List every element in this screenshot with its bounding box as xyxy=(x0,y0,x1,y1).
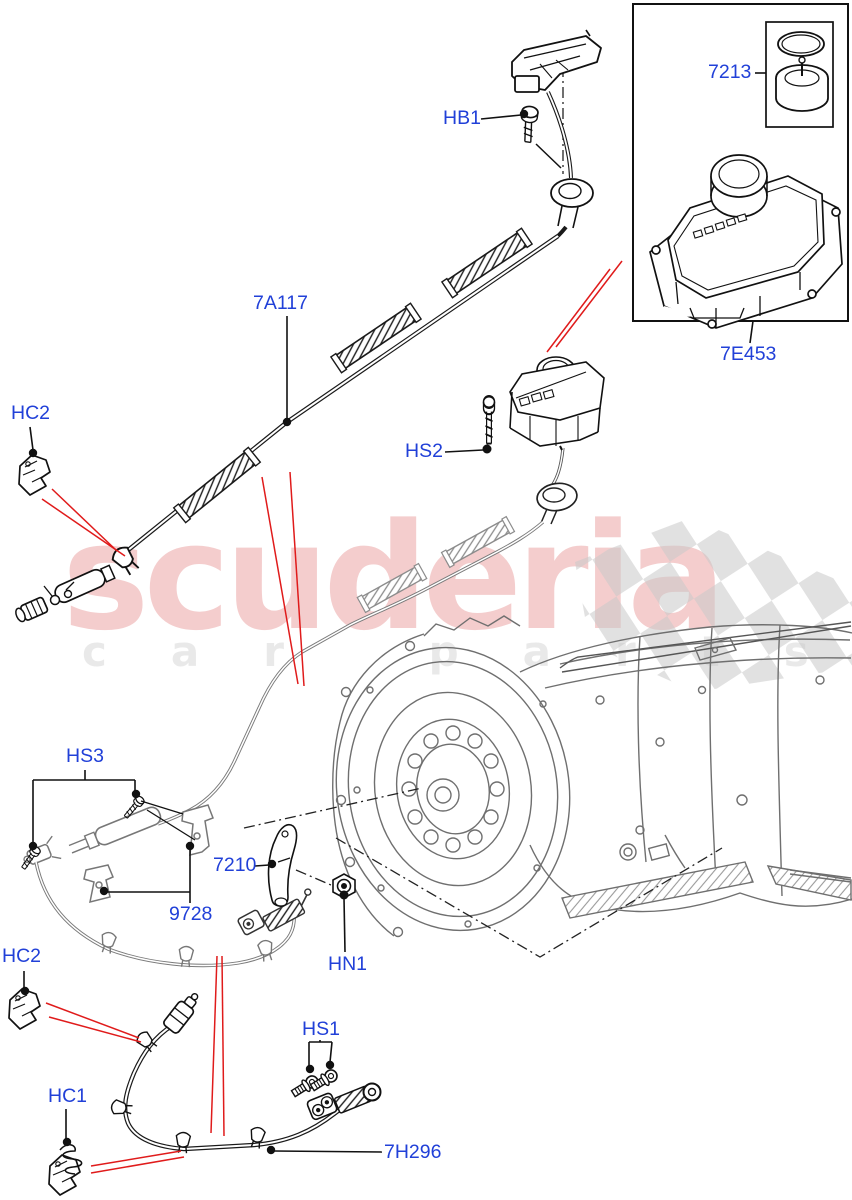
cable-sleeve xyxy=(440,515,516,569)
part-label-7h296[interactable]: 7H296 xyxy=(384,1141,442,1163)
hc2-upper-clip xyxy=(18,454,51,496)
cable-eyelet xyxy=(362,1082,382,1102)
cable-sleeve xyxy=(440,227,534,299)
red-leader-lines xyxy=(41,260,623,1174)
shifter-unit-7e453 xyxy=(649,154,843,329)
transmission-drawing xyxy=(332,615,852,938)
shift-lever xyxy=(267,823,298,907)
part-label-7213[interactable]: 7213 xyxy=(708,61,752,83)
part-label-hs2[interactable]: HS2 xyxy=(405,440,443,462)
selector-cable-bottom xyxy=(109,993,382,1155)
shifter-module-small xyxy=(509,356,605,451)
selector-cable-lower xyxy=(23,447,578,969)
console-detail-box xyxy=(632,3,849,329)
cable-clip xyxy=(109,1098,134,1118)
part-label-hn1[interactable]: HN1 xyxy=(328,953,368,975)
cable-sleeve xyxy=(329,302,423,374)
cable-end-cap xyxy=(15,596,49,623)
part-label-7a117[interactable]: 7A117 xyxy=(253,292,308,314)
callout-leaders xyxy=(23,72,766,1153)
selector-cable-upper xyxy=(15,29,602,623)
hs1-bolts xyxy=(290,1069,338,1098)
cable-end-fitting xyxy=(23,835,62,865)
hc1-spring xyxy=(59,1144,83,1175)
datum-lines xyxy=(243,66,723,958)
cable-sleeve xyxy=(172,446,262,524)
part-label-hc2-lower[interactable]: HC2 xyxy=(2,945,42,967)
part-label-9728[interactable]: 9728 xyxy=(169,903,213,925)
part-label-hs3[interactable]: HS3 xyxy=(66,745,104,767)
cable-damper xyxy=(262,888,312,932)
part-label-7e453[interactable]: 7E453 xyxy=(720,343,777,365)
cable-sleeve xyxy=(356,562,428,614)
cable-top-connector xyxy=(511,29,602,93)
part-label-hb1[interactable]: HB1 xyxy=(443,107,481,129)
cable-run xyxy=(157,520,545,826)
part-label-hc2-upper[interactable]: HC2 xyxy=(11,402,51,424)
cable-clevis xyxy=(306,1092,338,1121)
part-label-hc1[interactable]: HC1 xyxy=(48,1085,88,1107)
hs2-screw xyxy=(482,395,496,445)
grommet xyxy=(536,482,578,525)
part-label-hs1[interactable]: HS1 xyxy=(302,1018,340,1040)
grommet xyxy=(550,178,594,229)
cable-adjuster xyxy=(54,564,116,604)
cable-connector xyxy=(163,993,199,1034)
cable-clevis xyxy=(237,909,265,936)
flange-nut xyxy=(332,873,356,899)
cable-adjuster xyxy=(68,806,162,854)
checkered-flag-watermark xyxy=(575,518,852,692)
knob-7213 xyxy=(775,31,829,112)
hc1-clip xyxy=(48,1154,81,1196)
callout-dots xyxy=(20,109,529,1155)
part-label-7210[interactable]: 7210 xyxy=(213,854,257,876)
